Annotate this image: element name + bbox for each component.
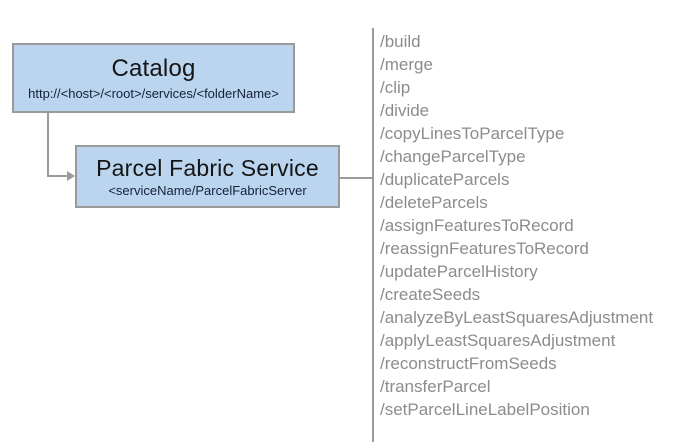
parcel-fabric-service-title: Parcel Fabric Service — [96, 154, 319, 181]
connector-to-operations — [340, 177, 373, 179]
catalog-node-title: Catalog — [111, 54, 196, 82]
catalog-node-url: http://<host>/<root>/services/<folderNam… — [28, 85, 279, 101]
connector-vertical-segment — [47, 113, 49, 177]
operations-list: /build/merge/clip/divide/copyLinesToParc… — [380, 30, 688, 421]
parcel-fabric-service-node[interactable]: Parcel Fabric Service <serviceName/Parce… — [75, 145, 340, 208]
catalog-node[interactable]: Catalog http://<host>/<root>/services/<f… — [12, 43, 295, 113]
operation-item[interactable]: /assignFeaturesToRecord — [380, 216, 574, 235]
operation-item[interactable]: /analyzeByLeastSquaresAdjustment — [380, 308, 654, 327]
operation-item[interactable]: /merge — [380, 55, 433, 74]
parcel-fabric-service-path: <serviceName/ParcelFabricServer — [108, 182, 307, 198]
operation-item[interactable]: /duplicateParcels — [380, 170, 510, 189]
operation-item[interactable]: /deleteParcels — [380, 193, 488, 212]
operation-item[interactable]: /changeParcelType — [380, 147, 526, 166]
operation-item[interactable]: /reassignFeaturesToRecord — [380, 239, 589, 258]
connector-horizontal-segment — [47, 175, 69, 177]
operation-item[interactable]: /updateParcelHistory — [380, 262, 538, 281]
operation-item[interactable]: /copyLinesToParcelType — [380, 124, 565, 143]
operation-item[interactable]: /createSeeds — [380, 285, 481, 304]
operation-item[interactable]: /setParcelLineLabelPosition — [380, 400, 590, 419]
operation-item[interactable]: /applyLeastSquaresAdjustment — [380, 331, 616, 350]
operation-item[interactable]: /divide — [380, 101, 430, 120]
connector-arrowhead-icon — [67, 171, 75, 181]
operation-item[interactable]: /reconstructFromSeeds — [380, 354, 557, 373]
operation-item[interactable]: /clip — [380, 78, 411, 97]
operations-divider-line — [372, 28, 374, 442]
operation-item[interactable]: /build — [380, 32, 421, 51]
operation-item[interactable]: /transferParcel — [380, 377, 491, 396]
